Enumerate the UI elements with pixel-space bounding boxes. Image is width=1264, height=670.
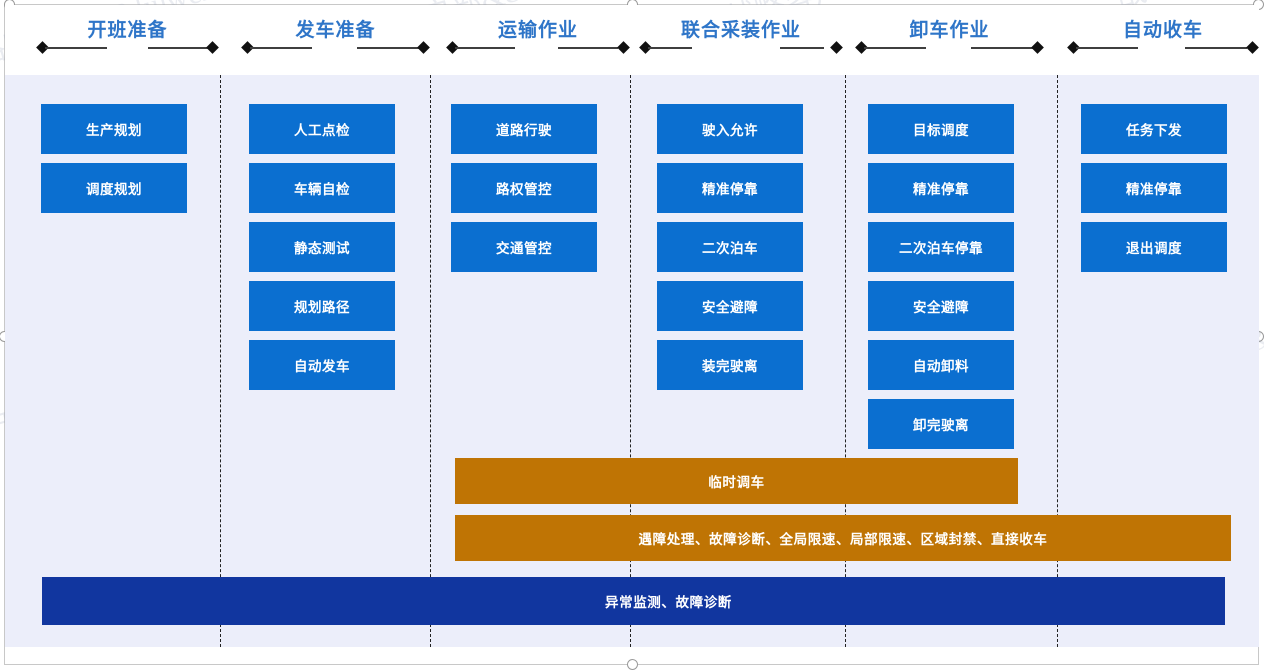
task-box[interactable]: 二次泊车 bbox=[657, 222, 803, 272]
stage-axis bbox=[1067, 41, 1259, 54]
task-column-kaibanzhunbei: 生产规划 调度规划 bbox=[41, 104, 187, 222]
axis-line-left bbox=[45, 47, 107, 49]
task-box[interactable]: 任务下发 bbox=[1081, 104, 1227, 154]
task-box[interactable]: 装完驶离 bbox=[657, 340, 803, 390]
axis-line-right bbox=[1185, 47, 1247, 49]
axis-line-right bbox=[558, 47, 618, 49]
task-box[interactable]: 精准停靠 bbox=[868, 163, 1014, 213]
stage-axis bbox=[446, 41, 630, 54]
column-divider bbox=[630, 75, 631, 647]
stage-title: 发车准备 bbox=[295, 20, 376, 41]
temp-dispatch-bar[interactable]: 临时调车 bbox=[455, 458, 1018, 504]
stage-title: 运输作业 bbox=[497, 20, 578, 41]
task-box[interactable]: 精准停靠 bbox=[657, 163, 803, 213]
column-divider bbox=[430, 75, 431, 647]
diamond-marker-right bbox=[417, 41, 430, 54]
diamond-marker-right bbox=[206, 41, 219, 54]
task-box[interactable]: 二次泊车停靠 bbox=[868, 222, 1014, 272]
process-board: 生产规划 调度规划 人工点检 车辆自检 静态测试 规划路径 自动发车 道路行驶 … bbox=[5, 75, 1259, 647]
axis-line-left bbox=[864, 47, 926, 49]
task-box[interactable]: 安全避障 bbox=[868, 281, 1014, 331]
column-divider bbox=[845, 75, 846, 647]
column-divider bbox=[220, 75, 221, 647]
task-box[interactable]: 规划路径 bbox=[249, 281, 395, 331]
diamond-marker-right bbox=[1246, 41, 1259, 54]
stage-axis bbox=[36, 41, 219, 54]
task-box[interactable]: 安全避障 bbox=[657, 281, 803, 331]
exception-ops-label: 遇障处理、故障诊断、全局限速、局部限速、区域封禁、直接收车 bbox=[638, 532, 1048, 547]
diamond-marker-right bbox=[830, 41, 843, 54]
axis-line-left bbox=[1076, 47, 1138, 49]
task-column-zidongshouche: 任务下发 精准停靠 退出调度 bbox=[1081, 104, 1227, 281]
axis-line-left bbox=[250, 47, 312, 49]
task-column-yunshuzuoye: 道路行驶 路权管控 交通管控 bbox=[451, 104, 597, 281]
task-box[interactable]: 自动卸料 bbox=[868, 340, 1014, 390]
task-column-lianhecaizhuangzuoye: 驶入允许 精准停靠 二次泊车 安全避障 装完驶离 bbox=[657, 104, 803, 399]
stage-marker-3[interactable]: 运输作业 bbox=[446, 5, 630, 75]
stage-marker-1[interactable]: 开班准备 bbox=[36, 5, 219, 75]
task-box[interactable]: 调度规划 bbox=[41, 163, 187, 213]
task-box[interactable]: 车辆自检 bbox=[249, 163, 395, 213]
task-box[interactable]: 自动发车 bbox=[249, 340, 395, 390]
resize-handle-bottom-center[interactable] bbox=[627, 659, 638, 670]
axis-line-right bbox=[357, 47, 419, 49]
axis-line-right bbox=[971, 47, 1033, 49]
stage-title: 卸车作业 bbox=[909, 20, 990, 41]
exception-ops-bar[interactable]: 遇障处理、故障诊断、全局限速、局部限速、区域封禁、直接收车 bbox=[455, 515, 1231, 561]
stage-header-strip: 开班准备 发车准备 运输作业 联合采装作业 bbox=[5, 5, 1259, 75]
axis-line-right bbox=[148, 47, 210, 49]
temp-dispatch-label: 临时调车 bbox=[708, 475, 765, 490]
stage-axis bbox=[855, 41, 1044, 54]
task-box[interactable]: 人工点检 bbox=[249, 104, 395, 154]
task-box[interactable]: 驶入允许 bbox=[657, 104, 803, 154]
stage-marker-6[interactable]: 自动收车 bbox=[1067, 5, 1259, 75]
stage-marker-5[interactable]: 卸车作业 bbox=[855, 5, 1044, 75]
task-box[interactable]: 精准停靠 bbox=[1081, 163, 1227, 213]
axis-line-left bbox=[648, 47, 692, 49]
task-box[interactable]: 交通管控 bbox=[451, 222, 597, 272]
stage-marker-2[interactable]: 发车准备 bbox=[241, 5, 430, 75]
column-divider bbox=[1057, 75, 1058, 647]
diamond-marker-right bbox=[1031, 41, 1044, 54]
task-box[interactable]: 路权管控 bbox=[451, 163, 597, 213]
diamond-marker-right bbox=[617, 41, 630, 54]
monitor-diagnosis-label: 异常监测、故障诊断 bbox=[605, 595, 732, 610]
axis-line-right bbox=[780, 47, 824, 49]
task-box[interactable]: 目标调度 bbox=[868, 104, 1014, 154]
stage-title: 自动收车 bbox=[1122, 20, 1203, 41]
task-box[interactable]: 退出调度 bbox=[1081, 222, 1227, 272]
task-box[interactable]: 生产规划 bbox=[41, 104, 187, 154]
stage-marker-4[interactable]: 联合采装作业 bbox=[639, 5, 843, 75]
axis-line-left bbox=[455, 47, 515, 49]
monitor-diagnosis-bar[interactable]: 异常监测、故障诊断 bbox=[42, 577, 1225, 625]
task-column-xiechezuoye: 目标调度 精准停靠 二次泊车停靠 安全避障 自动卸料 卸完驶离 bbox=[868, 104, 1014, 458]
task-box[interactable]: 卸完驶离 bbox=[868, 399, 1014, 449]
task-box[interactable]: 静态测试 bbox=[249, 222, 395, 272]
task-column-fachezhunbei: 人工点检 车辆自检 静态测试 规划路径 自动发车 bbox=[249, 104, 395, 399]
stage-title: 开班准备 bbox=[87, 20, 168, 41]
stage-title: 联合采装作业 bbox=[680, 20, 801, 41]
stage-axis bbox=[241, 41, 430, 54]
stage-axis bbox=[639, 41, 843, 54]
task-box[interactable]: 道路行驶 bbox=[451, 104, 597, 154]
